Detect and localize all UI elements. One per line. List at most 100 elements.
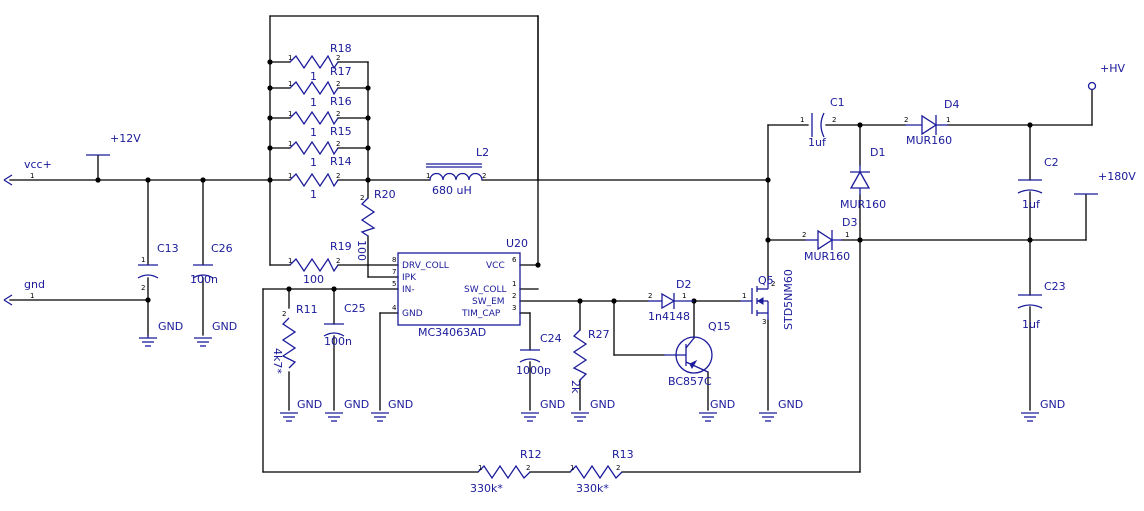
svg-text:R11: R11 xyxy=(296,303,318,316)
svg-text:1uf: 1uf xyxy=(1022,318,1041,331)
svg-text:D1: D1 xyxy=(870,146,885,159)
ground-c23: GND xyxy=(1021,398,1065,422)
svg-text:2: 2 xyxy=(526,464,530,472)
ic-u20: U20 MC34063AD DRV_COLL IPK IN- GND VCC S… xyxy=(392,237,528,339)
ground-symbols: GND GND GND GND GND GND GND GND xyxy=(139,320,1065,422)
svg-text:2: 2 xyxy=(282,310,286,318)
capacitor-c23: C23 1uf xyxy=(1017,280,1066,331)
svg-text:2: 2 xyxy=(802,231,806,239)
ground-r11: GND xyxy=(280,398,322,422)
svg-text:STD5NM60: STD5NM60 xyxy=(782,269,795,330)
resistor-r15: 1 2 R15 1 xyxy=(288,125,352,169)
svg-text:4k7*: 4k7* xyxy=(271,348,284,374)
svg-text:C1: C1 xyxy=(830,96,845,109)
svg-text:Q5: Q5 xyxy=(758,274,774,287)
svg-text:1: 1 xyxy=(288,54,292,62)
svg-text:1: 1 xyxy=(288,80,292,88)
net-plus12v: +12V xyxy=(86,132,141,156)
ground-c25: GND xyxy=(325,398,369,422)
net-label-gnd: gnd xyxy=(24,278,45,291)
svg-text:D4: D4 xyxy=(944,98,959,111)
svg-text:R12: R12 xyxy=(520,448,542,461)
junctions xyxy=(95,59,1033,304)
svg-text:MUR160: MUR160 xyxy=(840,198,886,211)
svg-text:1: 1 xyxy=(310,126,317,139)
svg-text:2: 2 xyxy=(336,172,340,180)
svg-text:GND: GND xyxy=(344,398,369,411)
svg-text:C13: C13 xyxy=(157,242,179,255)
resistor-r11: 2 R11 4k7* xyxy=(271,303,318,374)
svg-text:1n4148: 1n4148 xyxy=(648,310,690,323)
svg-text:GND: GND xyxy=(710,398,735,411)
svg-text:1uf: 1uf xyxy=(808,136,827,149)
ground-r27: GND xyxy=(571,398,615,422)
ground-q15: GND xyxy=(699,398,735,422)
svg-text:100: 100 xyxy=(355,240,368,261)
diode-d2: 2 1 D2 1n4148 xyxy=(648,278,694,323)
svg-text:2: 2 xyxy=(336,140,340,148)
svg-text:2: 2 xyxy=(482,172,486,180)
svg-text:1: 1 xyxy=(845,231,849,239)
svg-text:2k: 2k xyxy=(569,380,582,394)
svg-text:2: 2 xyxy=(336,110,340,118)
capacitor-c25: C25 100n xyxy=(323,302,366,348)
svg-text:1: 1 xyxy=(310,188,317,201)
svg-text:1: 1 xyxy=(141,256,145,264)
svg-text:VCC: VCC xyxy=(486,261,505,271)
svg-text:1: 1 xyxy=(512,280,516,288)
net-label-12v: +12V xyxy=(110,132,141,145)
svg-text:IPK: IPK xyxy=(402,273,417,283)
svg-text:1: 1 xyxy=(288,140,292,148)
svg-text:1: 1 xyxy=(310,156,317,169)
svg-text:1: 1 xyxy=(478,464,482,472)
svg-text:1: 1 xyxy=(288,172,292,180)
svg-text:R14: R14 xyxy=(330,155,352,168)
resistor-r20: 2 R20 100 xyxy=(355,188,396,261)
capacitor-c26: C26 100n xyxy=(190,242,233,286)
svg-text:SW_COLL: SW_COLL xyxy=(464,285,507,295)
svg-text:100n: 100n xyxy=(324,335,352,348)
net-label-180v: +180V xyxy=(1098,170,1136,183)
net-vcc-plus: vcc+ 1 xyxy=(3,158,52,186)
resistor-r14: 1 2 R14 1 xyxy=(288,155,352,201)
svg-text:C2: C2 xyxy=(1044,156,1059,169)
capacitor-c13: 1 2 C13 xyxy=(137,242,179,292)
resistor-r27: R27 2k xyxy=(569,328,610,394)
net-label-hv: +HV xyxy=(1100,62,1125,75)
svg-text:R16: R16 xyxy=(330,95,352,108)
ground-q5: GND xyxy=(759,398,803,422)
svg-text:1: 1 xyxy=(288,257,292,265)
ground-c24: GND xyxy=(521,398,565,422)
svg-text:3: 3 xyxy=(762,318,766,326)
svg-text:MUR160: MUR160 xyxy=(804,250,850,263)
svg-text:2: 2 xyxy=(616,464,620,472)
svg-text:2: 2 xyxy=(512,292,516,300)
svg-text:1: 1 xyxy=(682,292,686,300)
svg-text:R17: R17 xyxy=(330,65,352,78)
svg-text:2: 2 xyxy=(648,292,652,300)
capacitor-c24: C24 1000p xyxy=(516,332,562,377)
svg-text:IN-: IN- xyxy=(402,285,415,295)
svg-text:R27: R27 xyxy=(588,328,610,341)
svg-text:2: 2 xyxy=(360,194,364,202)
svg-text:MUR160: MUR160 xyxy=(906,134,952,147)
svg-text:D2: D2 xyxy=(676,278,691,291)
svg-text:BC857C: BC857C xyxy=(668,375,712,388)
svg-text:6: 6 xyxy=(512,256,517,264)
ground-c13: GND xyxy=(139,320,183,347)
svg-text:1: 1 xyxy=(570,464,574,472)
svg-text:C26: C26 xyxy=(211,242,233,255)
svg-text:100n: 100n xyxy=(190,273,218,286)
mosfet-q5: 1 2 3 Q5 STD5NM60 xyxy=(740,269,795,330)
svg-text:R20: R20 xyxy=(374,188,396,201)
svg-text:3: 3 xyxy=(512,304,516,312)
svg-text:GND: GND xyxy=(158,320,183,333)
svg-text:D3: D3 xyxy=(842,216,857,229)
net-plus-hv: +HV xyxy=(1087,62,1125,91)
capacitor-c2: C2 1uf xyxy=(1017,156,1059,211)
svg-text:R15: R15 xyxy=(330,125,352,138)
